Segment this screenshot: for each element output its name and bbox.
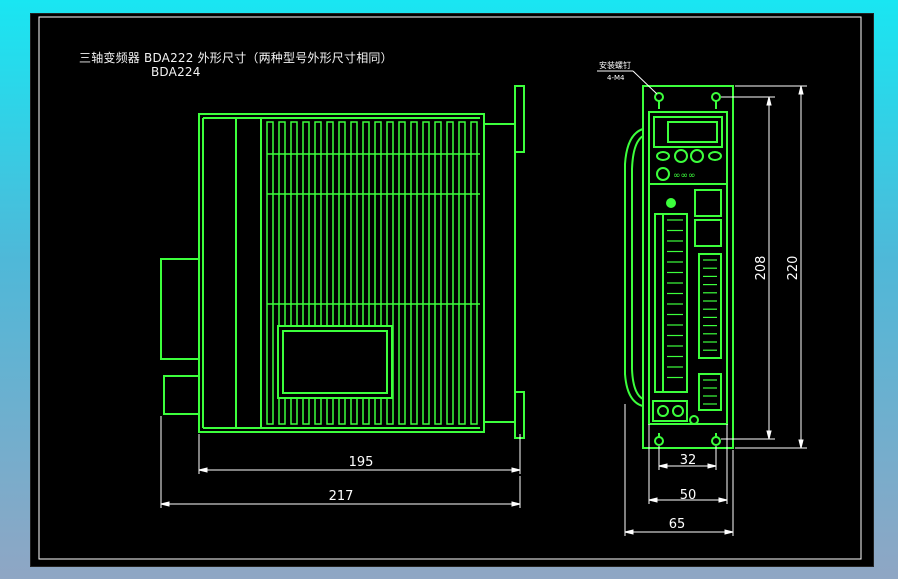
side-mount-plate: [514, 85, 525, 153]
key-up: [674, 149, 688, 163]
heatsink-fin: [362, 121, 370, 425]
heatsink-fin: [314, 121, 322, 425]
heatsink-fin: [434, 121, 442, 425]
side-body: [198, 113, 485, 433]
rj-port-upper: [694, 189, 722, 217]
heatsink-fin: [326, 121, 334, 425]
status-led: [666, 198, 676, 208]
heatsink-fin: [278, 121, 286, 425]
key-left: [656, 151, 670, 161]
side-dimensions: [160, 416, 521, 508]
heatsink-fin: [266, 121, 274, 425]
heatsink-fin: [290, 121, 298, 425]
heatsink-fin: [446, 121, 454, 425]
front-view: ∞∞∞: [624, 85, 734, 449]
front-dimensions: [597, 70, 807, 536]
key-down: [690, 149, 704, 163]
front-body: [648, 111, 728, 425]
mount-hole-bottom-left: [654, 436, 664, 446]
dim-body-width: 50: [680, 488, 697, 503]
dim-hole-pitch: 32: [680, 453, 697, 468]
front-mount-plate: [642, 85, 734, 449]
power-terminal-block: [652, 400, 688, 422]
dim-front-depth: 195: [349, 455, 374, 470]
heatsink-fin: [398, 121, 406, 425]
heatsink-fin: [302, 121, 310, 425]
front-side-flange: [624, 128, 644, 407]
dim-total-height: 220: [786, 256, 801, 281]
mount-hole-bottom-right: [711, 436, 721, 446]
heatsink-fin: [470, 121, 478, 425]
heatsink-fins: [266, 121, 480, 425]
dim-hole-height: 208: [754, 256, 769, 281]
terminal-strip-right: [698, 253, 722, 359]
heatsink-fin: [350, 121, 358, 425]
terminal-strip-small: [698, 373, 722, 411]
heatsink-fin: [338, 121, 346, 425]
drawing-border: [38, 16, 862, 560]
heatsink-fin: [386, 121, 394, 425]
ground-symbol: [689, 415, 699, 425]
key-back: [656, 167, 670, 181]
dim-total-width: 65: [669, 517, 686, 532]
heatsink-fin: [410, 121, 418, 425]
mount-hole-top-right: [711, 92, 721, 102]
cad-drawing-frame: 三轴变频器 BDA222 外形尺寸（两种型号外形尺寸相同） BDA224: [30, 13, 874, 567]
side-connector-lower: [163, 375, 200, 415]
callout-label: 安装螺钉: [599, 60, 631, 70]
dimension-drawing: 195 217 ∞∞∞: [38, 16, 862, 560]
heatsink-fin: [458, 121, 466, 425]
rj-port-lower: [694, 219, 722, 247]
side-label-window: [277, 325, 393, 399]
terminal-pins: [667, 219, 717, 405]
key-right: [708, 151, 722, 161]
callout-sublabel: 4-M4: [607, 74, 625, 82]
side-view: [160, 85, 525, 439]
heatsink-fin: [422, 121, 430, 425]
dim-total-depth: 217: [329, 489, 354, 504]
display-window: [667, 121, 718, 143]
mount-hole-top-left: [654, 92, 664, 102]
heatsink-fin: [374, 121, 382, 425]
drawing-title-line1: 三轴变频器 BDA222 外形尺寸（两种型号外形尺寸相同）: [79, 51, 393, 65]
svg-text:∞∞∞: ∞∞∞: [673, 171, 696, 181]
drawing-title-line2: BDA224: [151, 65, 201, 79]
side-connector-upper: [160, 258, 200, 360]
